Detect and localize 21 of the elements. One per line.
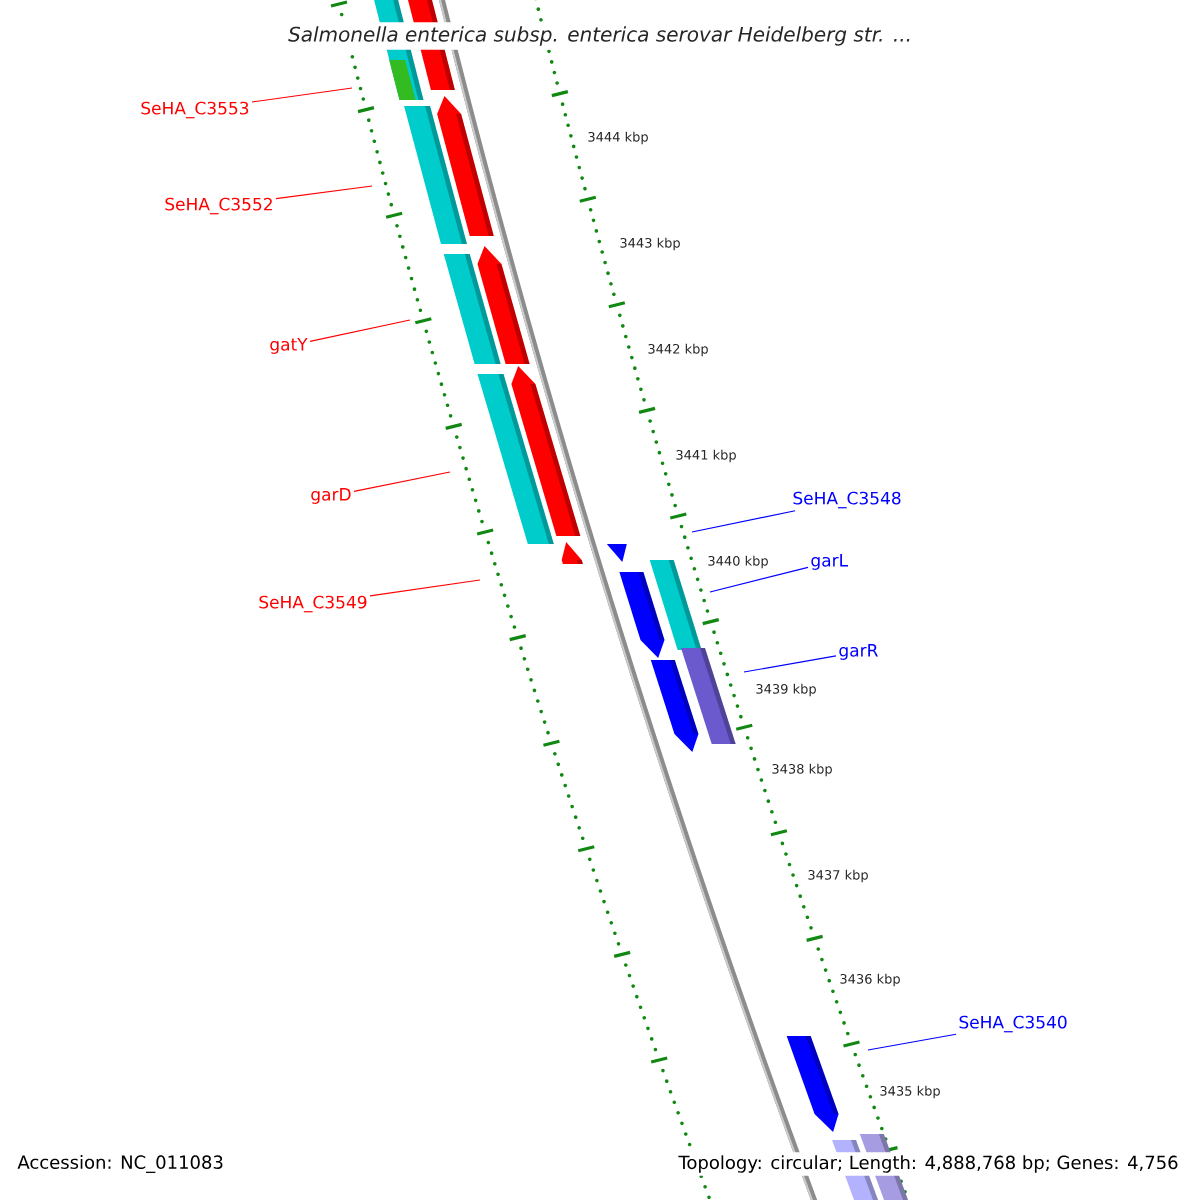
gene-label: SeHA_C3540 <box>959 1015 1067 1033</box>
accession-text: Accession: NC_011083 <box>14 1152 227 1176</box>
gene-label: SeHA_C3548 <box>793 491 901 509</box>
leader-line <box>275 185 373 200</box>
gene-label: garL <box>811 554 848 570</box>
leader-line <box>309 319 411 342</box>
topology-text: Topology: circular; Length: 4,888,768 bp; Genes: 4,756 <box>675 1152 1182 1176</box>
leader-line <box>867 1033 957 1051</box>
gene-label: garD <box>311 488 351 504</box>
leader-line <box>709 566 809 593</box>
leader-line <box>691 510 796 533</box>
gene-label: gatY <box>270 338 308 354</box>
gene-label: SeHA_C3553 <box>141 101 249 119</box>
leader-line <box>251 87 353 103</box>
leader-line <box>743 655 837 673</box>
leader-line <box>353 471 451 492</box>
gene-label: SeHA_C3552 <box>165 197 272 215</box>
title: Salmonella enterica subsp. enterica serovar Heidelberg str. ... <box>284 22 916 50</box>
gene-label: garR <box>839 644 878 660</box>
leader-line <box>369 579 481 597</box>
gene-label: SeHA_C3549 <box>259 595 367 613</box>
